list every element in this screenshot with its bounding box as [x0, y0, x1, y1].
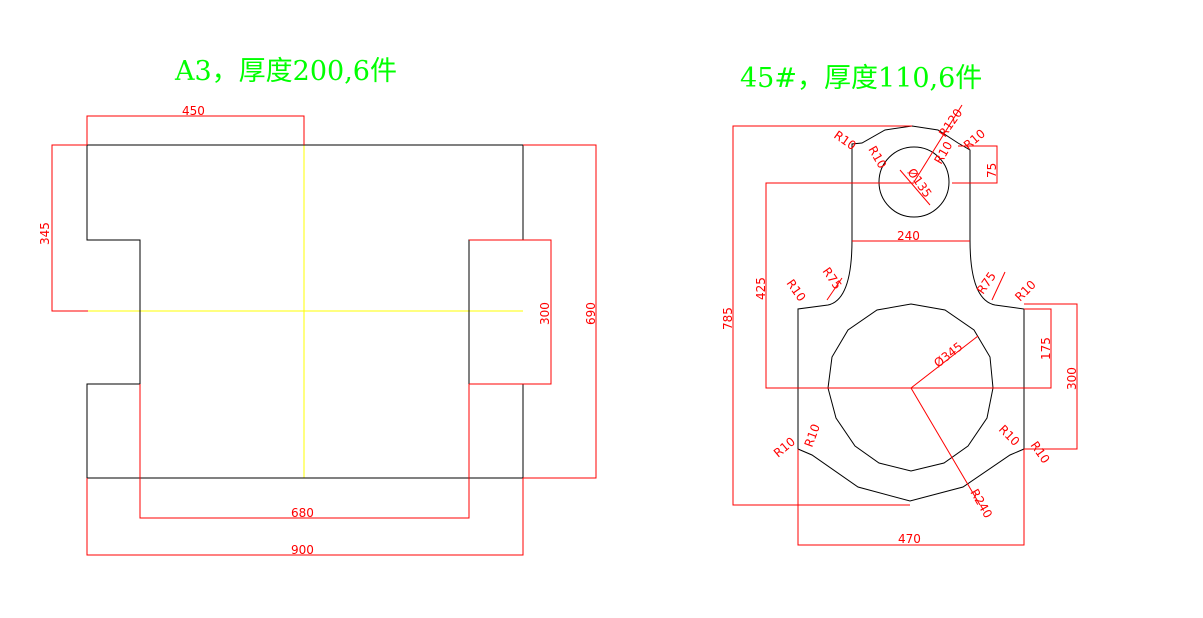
dim-470-line — [797, 449, 1025, 546]
dim-345-label: 345 — [38, 222, 52, 245]
dim-75-label: 75 — [985, 163, 999, 178]
dim-300-line — [469, 239, 552, 385]
part2-outline — [797, 125, 1025, 502]
part2-drawing: 45#，厚度110,6件 — [721, 63, 1079, 546]
part2-small-hole — [878, 146, 950, 218]
dim-r10-bl1-label: R10 — [771, 434, 798, 460]
dim-785-line — [732, 125, 912, 506]
part1-title: A3，厚度200,6件 — [174, 56, 397, 87]
dim-425-label: 425 — [754, 277, 768, 300]
part2-dimension-lines — [732, 104, 1078, 546]
dim-680-label: 680 — [291, 506, 314, 520]
dim-300b-line — [1024, 303, 1078, 450]
dim-450-line — [86, 115, 305, 145]
dim-300-label: 300 — [538, 302, 552, 325]
dim-d35-leader — [899, 169, 931, 206]
dim-785-label: 785 — [721, 307, 735, 330]
dim-r10-a-label: R10 — [831, 128, 858, 153]
dim-r10-left-label: R10 — [784, 277, 809, 304]
part1-drawing: A3，厚度200,6件 450 345 300 690 680 — [38, 56, 598, 557]
dim-345-line — [51, 144, 88, 312]
dim-175-label: 175 — [1039, 337, 1053, 360]
dim-240-label: 240 — [897, 229, 920, 243]
dim-300b-label: 300 — [1065, 367, 1079, 390]
dim-d345-label: Ø345 — [931, 339, 965, 370]
dim-470-label: 470 — [898, 532, 921, 546]
dim-r240-leader — [910, 387, 981, 506]
dim-r10-b-label: R10 — [865, 144, 889, 171]
dim-r75-right-leader — [991, 271, 1006, 301]
part2-large-hole — [827, 303, 994, 472]
dim-r10-c-label: R10 — [961, 126, 988, 152]
part1-dimension-lines — [51, 115, 597, 556]
dim-690-line — [523, 144, 597, 479]
dim-r10-br1-label: R10 — [996, 422, 1023, 449]
dim-d345-leader — [910, 335, 979, 389]
part2-title: 45#，厚度110,6件 — [740, 63, 982, 94]
dim-900-line — [86, 478, 524, 556]
dim-r120-label: R120 — [936, 106, 965, 140]
dim-r120-leader — [913, 104, 963, 183]
dim-690-label: 690 — [584, 302, 598, 325]
dim-r10-bl2-label: R10 — [802, 422, 823, 449]
dim-r10-d-label: R10 — [931, 139, 955, 166]
dim-900-label: 900 — [291, 543, 314, 557]
dim-75-line — [952, 145, 998, 184]
dim-680-line — [139, 384, 470, 519]
dim-425-line — [765, 182, 914, 389]
dim-r75-left-leader — [826, 277, 843, 301]
dim-r240-label: R240 — [967, 487, 995, 521]
dim-r75-left-label: R75 — [820, 265, 845, 292]
dim-r10-br2-label: R10 — [1028, 439, 1053, 466]
dim-450-label: 450 — [182, 104, 205, 118]
dim-175-line — [911, 308, 1052, 389]
dim-r10-right-label: R10 — [1012, 278, 1039, 305]
